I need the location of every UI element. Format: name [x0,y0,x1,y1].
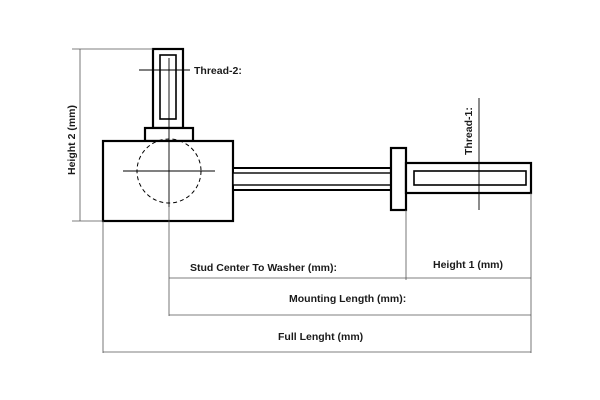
end-stud-inner-bore [413,170,527,186]
mounting-length-label: Mounting Length (mm): [289,293,406,305]
housing-block [101,138,235,223]
thread-2-label: Thread-2: [194,65,242,77]
dimension-lines [72,48,532,353]
stud-centre-to-washer-label: Stud Center To Washer (mm): [190,262,337,274]
end-stud [404,161,533,195]
top-stud-inner-bore [159,54,177,120]
shaft [232,167,392,191]
shaft-inner-line [232,172,392,186]
thread-1-label: Thread-1: [463,107,475,155]
full-length-label: Full Lenght (mm) [278,331,363,343]
washer [389,146,408,212]
height-2-label: Height 2 (mm) [66,105,78,175]
centre-lines [123,58,480,210]
housing-outline [101,139,235,223]
height-1-label: Height 1 (mm) [433,259,503,271]
